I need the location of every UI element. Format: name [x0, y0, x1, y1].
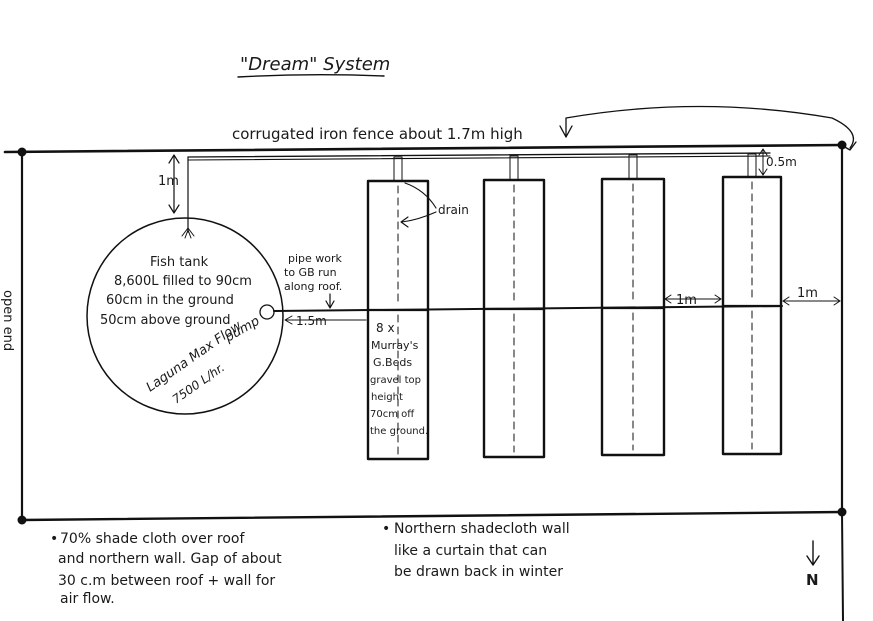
curtain-note-line-3: be drawn back in winter [394, 564, 563, 580]
bed-wall-dimension-label: 1m [797, 286, 818, 301]
beds-note-line-5: height [371, 392, 403, 403]
shade-note-line-2: and northern wall. Gap of about [58, 551, 282, 567]
bed-fence-dimension-arrows [758, 148, 768, 176]
fish-tank-label-line-3: 60cm in the ground [106, 293, 234, 308]
fence-pointer-curve [565, 105, 855, 149]
roof-pipe-upper [187, 152, 771, 158]
beds-note-line-6: 70cm off [370, 409, 415, 420]
corner-post-bottom-right [837, 507, 847, 517]
curtain-note-line-2: like a curtain that can [394, 543, 547, 559]
bed-fence-dimension-label: 0.5m [766, 155, 797, 169]
grow-bed-3 [600, 154, 666, 457]
roof-pipe-lower [187, 155, 771, 161]
curtain-note-line-1: Northern shadecloth wall [394, 521, 570, 537]
enclosure-bottom-line [20, 510, 844, 522]
bed-gap-dimension-arrows [664, 294, 722, 304]
shade-note-line-4: air flow. [60, 591, 115, 607]
drain-pointer-upper [404, 182, 437, 209]
diagram-title: "Dream" System [240, 54, 390, 75]
pipework-label-line-1: pipe work [288, 252, 343, 265]
fish-tank [86, 217, 284, 415]
fence-label: corrugated iron fence about 1.7m high [232, 125, 523, 143]
curtain-note-bullet: • [382, 521, 390, 537]
tank-fence-dimension-label: 1m [158, 174, 179, 189]
grow-bed-4 [721, 153, 783, 456]
beds-note-line-3: G.Beds [373, 356, 412, 369]
wall-extension-line [841, 511, 844, 621]
pipework-pointer [325, 293, 335, 309]
tank-beds-dimension-label: 1.5m [296, 314, 327, 328]
fence-top-line [3, 143, 844, 154]
drain-label: drain [438, 203, 469, 217]
corner-post-top-right [837, 140, 847, 150]
pipework-label-line-2: to GB run [284, 266, 337, 279]
beds-note-line-2: Murray's [371, 339, 419, 352]
title-underline [237, 74, 385, 78]
fish-tank-label-line-1: Fish tank [150, 255, 209, 270]
bed-gap-dimension-label: 1m [676, 293, 697, 308]
tank-fence-dimension-arrows [168, 154, 180, 214]
north-label: N [806, 571, 819, 589]
grow-bed-1 [366, 156, 430, 461]
north-arrow-icon [806, 540, 820, 566]
shade-note-bullet: • [50, 531, 58, 547]
drain-pointer-lower [400, 211, 437, 228]
riser-fitting [181, 227, 195, 239]
fence-pointer-head-1 [559, 125, 573, 138]
tank-beds-dimension-arrow [284, 315, 293, 325]
pump-icon [259, 304, 275, 320]
fish-tank-label-line-2: 8,600L filled to 90cm [114, 274, 252, 289]
shade-note-line-1: 70% shade cloth over roof [60, 531, 245, 547]
open-end-label: open end [0, 290, 15, 351]
fish-tank-label-line-4: 50cm above ground [100, 313, 230, 328]
corner-post-bottom-left [17, 515, 27, 525]
bed-wall-dimension-arrows [782, 296, 841, 306]
corner-post-top-left [17, 147, 27, 157]
beds-note-line-4: gravel top [370, 375, 421, 386]
pipework-label-line-3: along roof. [284, 280, 342, 293]
shade-note-line-3: 30 c.m between roof + wall for [58, 573, 275, 589]
grow-bed-2 [482, 155, 546, 459]
beds-note-line-7: the ground. [370, 426, 428, 437]
beds-note-line-1: 8 x [376, 321, 395, 335]
